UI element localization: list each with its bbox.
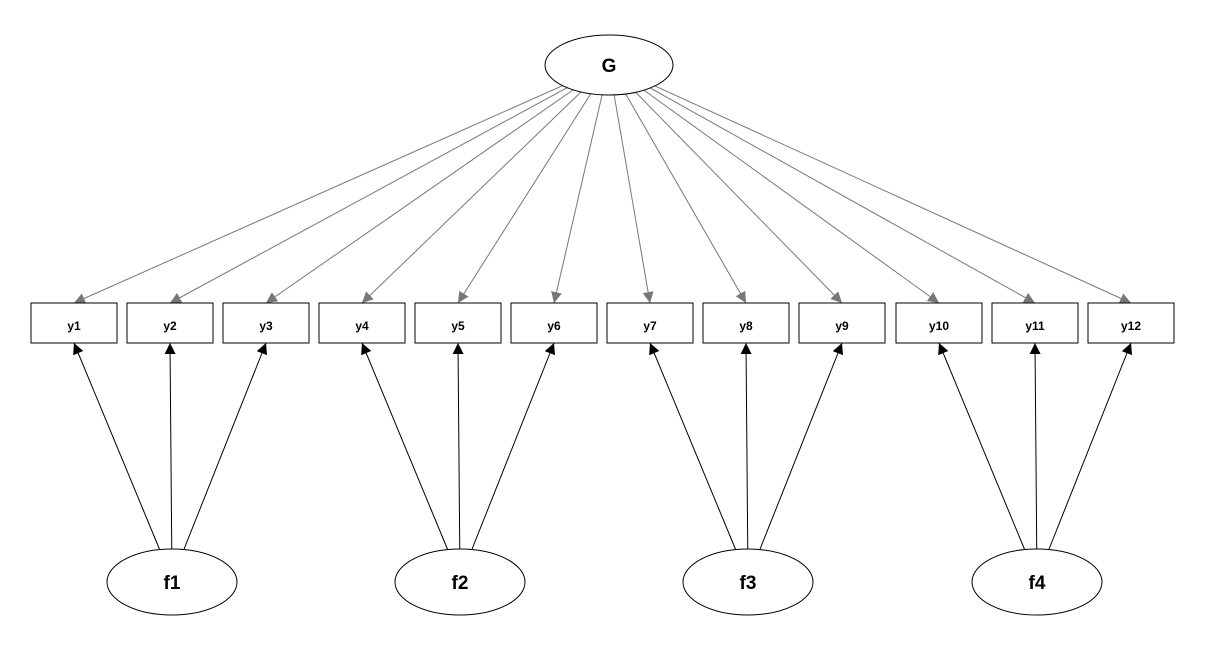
observed-node-y6: y6 xyxy=(510,302,598,344)
loading-f2-y5 xyxy=(452,342,464,552)
loading-G-y7 xyxy=(613,94,654,304)
loading-G-y4 xyxy=(361,91,582,304)
loading-f4-y11 xyxy=(1029,342,1041,552)
general-factor-node: G xyxy=(544,34,674,96)
group-factor-label: f4 xyxy=(1029,573,1046,594)
observed-box xyxy=(510,302,598,344)
group-factors: f1 f2 f3 f4 xyxy=(106,548,1103,616)
loading-G-y9 xyxy=(635,91,843,304)
loading-f1-y1 xyxy=(73,342,161,552)
loading-f2-y6 xyxy=(470,342,556,552)
loading-f1-y3 xyxy=(182,342,268,552)
loading-G-y6 xyxy=(551,94,603,304)
observed-node-y10: y10 xyxy=(895,302,983,344)
loading-G-y11 xyxy=(649,87,1036,304)
observed-variables: y1 y2 y3 y4 y5 y6 y7 y8 y9 y10 y11 y12 xyxy=(30,302,1175,344)
group-factor-node-f4: f4 xyxy=(971,548,1103,616)
loading-G-y2 xyxy=(169,87,568,304)
observed-label: y11 xyxy=(1025,319,1045,333)
loading-G-y10 xyxy=(643,89,940,304)
observed-node-y12: y12 xyxy=(1087,302,1175,344)
observed-node-y5: y5 xyxy=(414,302,502,344)
group-factor-ellipse xyxy=(682,548,814,616)
observed-box xyxy=(222,302,310,344)
observed-label: y6 xyxy=(547,319,561,333)
observed-box xyxy=(895,302,983,344)
observed-node-y1: y1 xyxy=(30,302,118,344)
group-factor-ellipse xyxy=(394,548,526,616)
loading-f1-y2 xyxy=(164,342,176,552)
group-factor-node-f3: f3 xyxy=(682,548,814,616)
loading-G-y3 xyxy=(265,89,574,304)
loading-G-y12 xyxy=(654,85,1132,304)
loading-f3-y7 xyxy=(649,342,737,552)
observed-box xyxy=(318,302,406,344)
observed-node-y2: y2 xyxy=(126,302,214,344)
loading-G-y8 xyxy=(625,93,747,304)
loading-f4-y10 xyxy=(938,342,1026,552)
observed-label: y2 xyxy=(163,319,177,333)
observed-node-y3: y3 xyxy=(222,302,310,344)
observed-box xyxy=(1087,302,1175,344)
observed-box xyxy=(414,302,502,344)
observed-box xyxy=(702,302,790,344)
group-factor-ellipse xyxy=(971,548,1103,616)
loading-f3-y8 xyxy=(740,342,752,552)
loading-G-y5 xyxy=(457,93,592,304)
observed-box xyxy=(798,302,886,344)
observed-node-y8: y8 xyxy=(702,302,790,344)
observed-label: y12 xyxy=(1121,319,1141,333)
observed-label: y7 xyxy=(643,319,657,333)
group-factor-label: f3 xyxy=(740,573,757,594)
observed-label: y4 xyxy=(355,319,369,333)
observed-node-y4: y4 xyxy=(318,302,406,344)
observed-box xyxy=(606,302,694,344)
observed-node-y11: y11 xyxy=(991,302,1079,344)
general-factor-ellipse xyxy=(544,34,674,96)
observed-label: y5 xyxy=(451,319,465,333)
group-factor-label: f1 xyxy=(164,573,181,594)
group-factor-node-f1: f1 xyxy=(106,548,238,616)
observed-label: y1 xyxy=(67,319,81,333)
observed-label: y10 xyxy=(929,319,949,333)
observed-node-y7: y7 xyxy=(606,302,694,344)
loading-f3-y9 xyxy=(758,342,844,552)
group-factor-loadings xyxy=(73,342,1133,552)
loading-f4-y12 xyxy=(1047,342,1133,552)
observed-label: y9 xyxy=(835,319,849,333)
general-factor-loadings xyxy=(73,85,1132,304)
observed-label: y3 xyxy=(259,319,273,333)
general-factor-label: G xyxy=(602,56,617,77)
group-factor-label: f2 xyxy=(452,573,469,594)
observed-label: y8 xyxy=(739,319,753,333)
group-factor-ellipse xyxy=(106,548,238,616)
observed-box xyxy=(126,302,214,344)
loading-G-y1 xyxy=(73,85,563,304)
group-factor-node-f2: f2 xyxy=(394,548,526,616)
observed-box xyxy=(991,302,1079,344)
observed-node-y9: y9 xyxy=(798,302,886,344)
observed-box xyxy=(30,302,118,344)
loading-f2-y4 xyxy=(361,342,449,552)
